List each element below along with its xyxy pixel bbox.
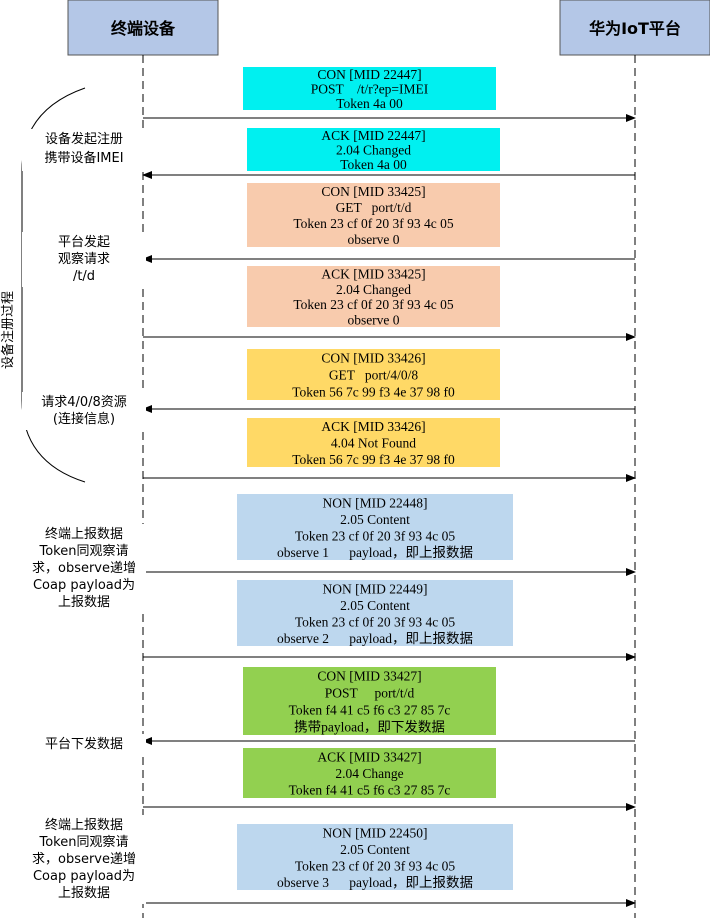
side-note-line: Token同观察请 xyxy=(39,835,129,850)
message-line: Token 56 7c 99 f3 4e 37 98 f0 xyxy=(292,385,455,400)
message-line: 2.05 Content xyxy=(340,512,410,527)
message-line: ACK [MID 22447] xyxy=(321,128,425,143)
message-box xyxy=(247,183,500,247)
side-note-line: 请求4/0/8资源 xyxy=(41,395,127,410)
message-line: Token 23 cf 0f 20 3f 93 4c 05 xyxy=(295,528,456,543)
message-line: POST port/t/d xyxy=(325,686,415,701)
side-note-line: 观察请求 xyxy=(58,252,110,267)
side-note-line: 上报数据 xyxy=(58,595,110,610)
message-box xyxy=(243,667,496,735)
side-note-line: Coap payload为 xyxy=(33,578,135,593)
message-line: ACK [MID 33426] xyxy=(321,419,425,434)
side-note-line: 设备发起注册 xyxy=(45,131,123,147)
message-line: 4.04 Not Found xyxy=(331,436,416,451)
side-note-3: 请求4/0/8资源(连接信息) xyxy=(22,392,146,430)
message-line: NON [MID 22450] xyxy=(323,825,428,840)
message-line: CON [MID 33425] xyxy=(321,184,425,199)
message-line: Token 23 cf 0f 20 3f 93 4c 05 xyxy=(295,858,456,873)
message-line: observe 0 xyxy=(347,312,399,327)
side-note-line: 终端上报数据 xyxy=(45,817,123,833)
side-note-line: 终端上报数据 xyxy=(45,526,123,542)
side-note-line: 携带设备IMEI xyxy=(44,150,123,166)
message-line: Token f4 41 c5 f6 c3 27 85 7c xyxy=(289,783,451,798)
message-line: observe 2 payload，即上报数据 xyxy=(277,631,473,646)
side-note-line: 上报数据 xyxy=(58,886,110,901)
participant-left: 终端设备 xyxy=(67,0,219,56)
message-line: observe 0 xyxy=(347,232,399,247)
side-note-line: (连接信息) xyxy=(53,411,115,427)
message-line: Token 23 cf 0f 20 3f 93 4c 05 xyxy=(293,216,454,231)
participant-right-label: 华为IoT平台 xyxy=(589,19,681,38)
participant-left-label: 终端设备 xyxy=(111,19,176,38)
registration-group-label: 设备注册过程 xyxy=(0,291,16,369)
side-note-5: 平台下发数据 xyxy=(22,734,146,755)
message-line: NON [MID 22449] xyxy=(323,581,428,596)
message-line: GET port/t/d xyxy=(336,200,412,215)
participant-right: 华为IoT平台 xyxy=(559,0,710,56)
message-line: 携带payload，即下发数据 xyxy=(294,720,445,735)
message-line: Token 4a 00 xyxy=(340,157,407,172)
message-line: observe 3 payload，即上报数据 xyxy=(277,875,473,890)
message-line: CON [MID 33427] xyxy=(317,669,421,684)
message-line: ACK [MID 33425] xyxy=(321,267,425,282)
side-note-line: 平台下发数据 xyxy=(45,736,123,752)
message-line: 2.04 Change xyxy=(335,766,403,781)
side-note-line: Coap payload为 xyxy=(33,869,135,884)
message-line: 2.05 Content xyxy=(340,598,410,613)
side-note-line: Token同观察请 xyxy=(39,544,129,559)
side-note-line: 求，observe递增 xyxy=(32,561,136,576)
message-box xyxy=(237,580,513,646)
message-line: Token 4a 00 xyxy=(336,96,403,111)
message-line: observe 1 payload，即上报数据 xyxy=(277,545,473,560)
message-box xyxy=(243,67,496,110)
message-box xyxy=(243,748,496,798)
side-note-line: /t/d xyxy=(73,269,95,284)
message-box xyxy=(237,824,513,890)
message-line: 2.05 Content xyxy=(340,842,410,857)
message-line: 2.04 Changed xyxy=(336,282,411,297)
message-line: Token 23 cf 0f 20 3f 93 4c 05 xyxy=(293,297,454,312)
message-line: ACK [MID 33427] xyxy=(317,749,421,764)
message-line: NON [MID 22448] xyxy=(323,495,428,510)
message-box xyxy=(247,266,500,327)
side-note-line: 平台发起 xyxy=(58,234,110,250)
side-note-line: 求，observe递增 xyxy=(32,852,136,867)
message-box xyxy=(247,418,500,467)
message-line: Token 56 7c 99 f3 4e 37 98 f0 xyxy=(292,452,455,467)
message-line: Token f4 41 c5 f6 c3 27 85 7c xyxy=(289,703,451,718)
message-box xyxy=(247,349,500,400)
message-line: CON [MID 33426] xyxy=(321,351,425,366)
message-box xyxy=(247,128,500,171)
message-line: GET port/4/0/8 xyxy=(329,368,419,383)
message-line: POST /t/r?ep=IMEI xyxy=(311,82,429,97)
message-line: 2.04 Changed xyxy=(336,143,411,158)
message-line: CON [MID 22447] xyxy=(317,67,421,82)
message-box xyxy=(237,494,513,560)
message-line: Token 23 cf 0f 20 3f 93 4c 05 xyxy=(295,614,456,629)
